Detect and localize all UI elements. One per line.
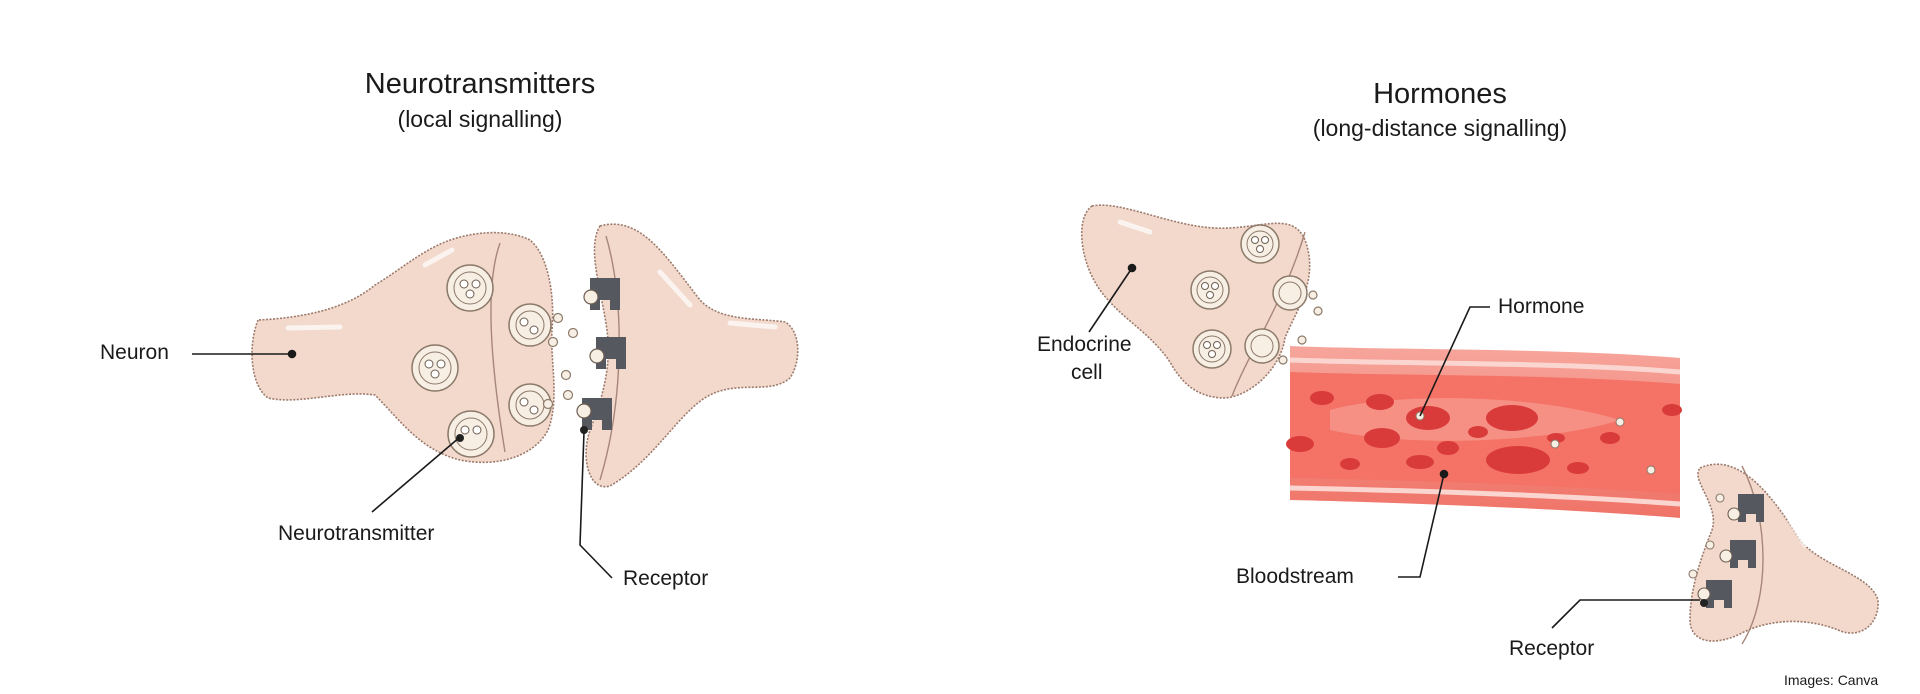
vesicle bbox=[1191, 271, 1229, 309]
label-hormone: Hormone bbox=[1498, 295, 1584, 319]
label-endocrine-cell: cell bbox=[1071, 361, 1103, 385]
vesicle bbox=[448, 411, 494, 457]
right-title: Hormones bbox=[1290, 78, 1590, 111]
left-title: Neurotransmitters bbox=[330, 68, 630, 101]
right-subtitle: (long-distance signalling) bbox=[1240, 115, 1640, 142]
label-receptor-right: Receptor bbox=[1509, 637, 1594, 661]
left-subtitle: (local signalling) bbox=[330, 106, 630, 133]
presynaptic-neuron bbox=[252, 233, 577, 463]
target-cell bbox=[1689, 464, 1878, 644]
vesicle bbox=[1273, 276, 1307, 310]
vesicle bbox=[509, 304, 551, 346]
vesicle bbox=[1193, 330, 1231, 368]
label-bloodstream: Bloodstream bbox=[1236, 565, 1354, 589]
vesicle bbox=[447, 265, 493, 311]
label-endocrine: Endocrine bbox=[1037, 333, 1132, 357]
blood-vessel bbox=[1286, 346, 1682, 518]
label-neuron: Neuron bbox=[100, 341, 169, 365]
vesicle bbox=[412, 345, 458, 391]
image-credit: Images: Canva bbox=[1784, 672, 1878, 688]
label-receptor-left: Receptor bbox=[623, 567, 708, 591]
vesicle bbox=[1245, 329, 1279, 363]
postsynaptic-neuron bbox=[577, 224, 798, 487]
endocrine-cell bbox=[1082, 205, 1322, 398]
vesicle bbox=[1241, 225, 1279, 263]
label-neurotransmitter: Neurotransmitter bbox=[278, 522, 434, 546]
